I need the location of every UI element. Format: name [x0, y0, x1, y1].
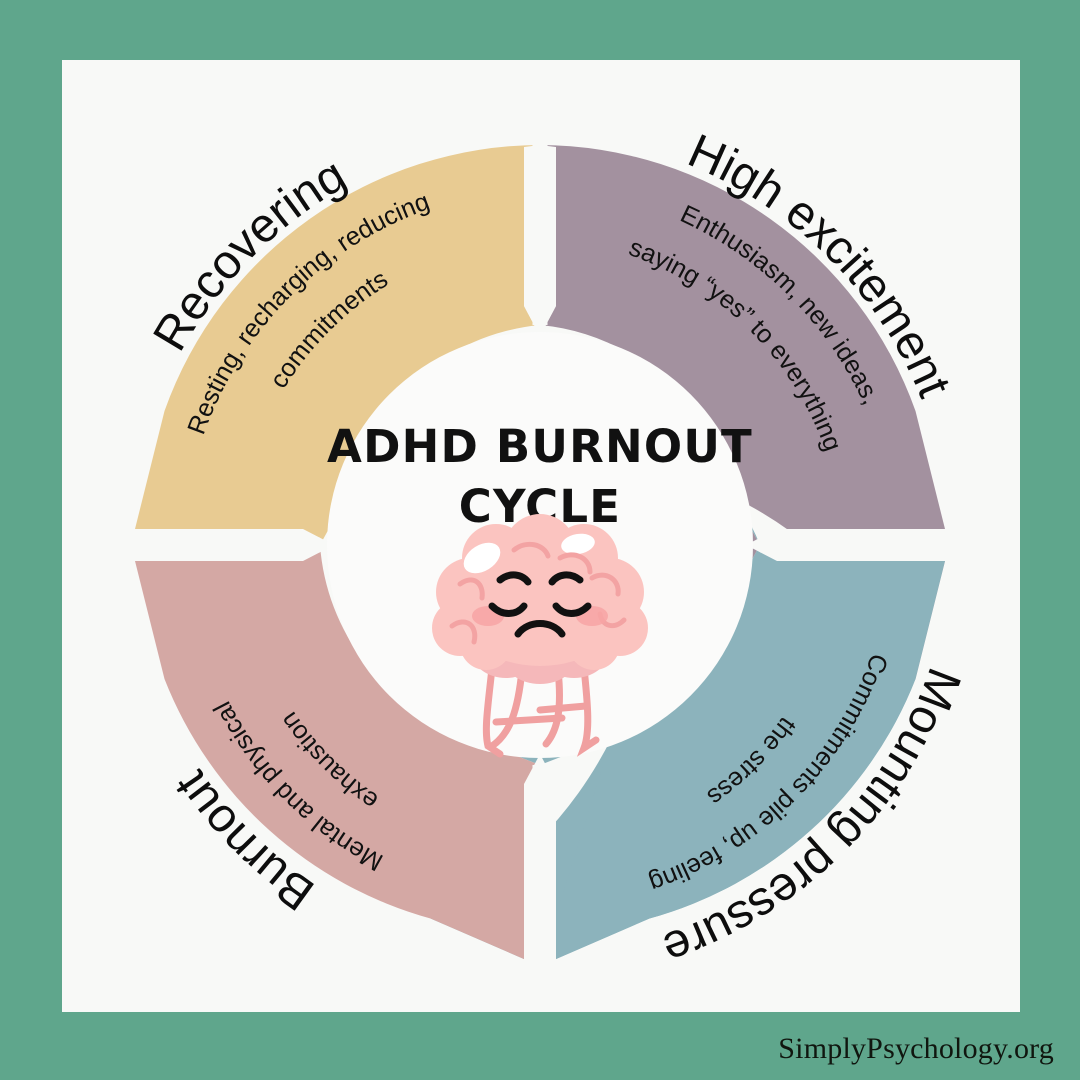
brain-eye-left — [488, 602, 528, 617]
brain-highlight-left — [463, 542, 501, 574]
brain-eyebrow-right — [548, 571, 584, 586]
footer-attribution: SimplyPsychology.org — [778, 1032, 1054, 1065]
segment-recovering-shape — [131, 145, 540, 545]
chevron-tips — [524, 145, 556, 336]
brain-frown — [514, 620, 566, 638]
brain-eye-right — [552, 602, 592, 617]
segment-burnout-shape — [131, 545, 540, 966]
notch-bottom — [524, 754, 556, 964]
tip-top — [524, 145, 556, 336]
notch-right — [746, 529, 948, 561]
notch-left — [132, 529, 334, 561]
segment-burnout[interactable] — [131, 545, 540, 966]
sad-brain-icon — [432, 514, 648, 758]
brain-highlight-right — [561, 533, 595, 555]
segment-mounting-pressure-fill — [540, 545, 949, 966]
brain-eyebrow-left — [496, 571, 532, 586]
center-title-line1: ADHD BURNOUT — [327, 420, 753, 473]
segment-recovering[interactable] — [131, 145, 540, 545]
